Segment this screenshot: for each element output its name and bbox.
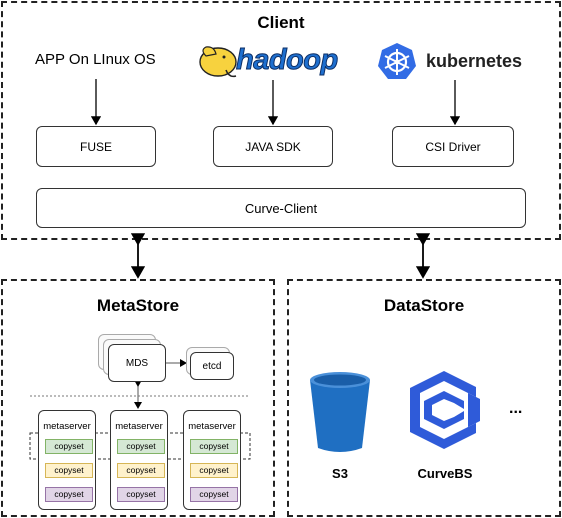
copyset-yellow: copyset bbox=[45, 463, 93, 478]
more-stores-ellipsis: ... bbox=[509, 400, 523, 417]
metastore-frame bbox=[1, 279, 275, 517]
copyset-purple: copyset bbox=[190, 487, 238, 502]
s3-bucket-icon bbox=[308, 370, 372, 454]
copyset-green: copyset bbox=[117, 439, 165, 454]
metaserver-1: metaserver copyset copyset copyset bbox=[38, 410, 96, 510]
kubernetes-wheel-icon bbox=[378, 43, 416, 79]
java-sdk-box: JAVA SDK bbox=[213, 126, 333, 167]
app-linux-label: APP On LInux OS bbox=[35, 51, 156, 68]
copyset-purple: copyset bbox=[117, 487, 165, 502]
csi-driver-box: CSI Driver bbox=[392, 126, 514, 167]
kubernetes-logo: kubernetes bbox=[376, 41, 532, 83]
curvebs-label: CurveBS bbox=[417, 466, 473, 481]
copyset-yellow: copyset bbox=[190, 463, 238, 478]
mds-box: MDS bbox=[108, 344, 166, 382]
datastore-title: DataStore bbox=[383, 296, 465, 315]
client-frame bbox=[1, 1, 561, 240]
metaserver-label: metaserver bbox=[43, 421, 91, 432]
metaserver-3: metaserver copyset copyset copyset bbox=[183, 410, 241, 510]
hadoop-elephant-icon bbox=[199, 46, 237, 78]
metaserver-label: metaserver bbox=[115, 421, 163, 432]
metastore-title: MetaStore bbox=[96, 296, 180, 315]
copyset-purple: copyset bbox=[45, 487, 93, 502]
hadoop-logo: hadoop bbox=[196, 42, 350, 80]
copyset-green: copyset bbox=[45, 439, 93, 454]
copyset-yellow: copyset bbox=[117, 463, 165, 478]
client-title: Client bbox=[257, 13, 305, 32]
metaserver-label: metaserver bbox=[188, 421, 236, 432]
fuse-box: FUSE bbox=[36, 126, 156, 167]
etcd-box: etcd bbox=[190, 352, 234, 380]
datastore-frame bbox=[287, 279, 561, 517]
metaserver-2: metaserver copyset copyset copyset bbox=[110, 410, 168, 510]
s3-label: S3 bbox=[332, 466, 348, 481]
curvebs-logo-icon bbox=[404, 367, 484, 453]
kubernetes-wordmark: kubernetes bbox=[426, 51, 523, 71]
curve-client-box: Curve-Client bbox=[36, 188, 526, 228]
hadoop-wordmark: hadoop bbox=[236, 44, 339, 77]
copyset-green: copyset bbox=[190, 439, 238, 454]
